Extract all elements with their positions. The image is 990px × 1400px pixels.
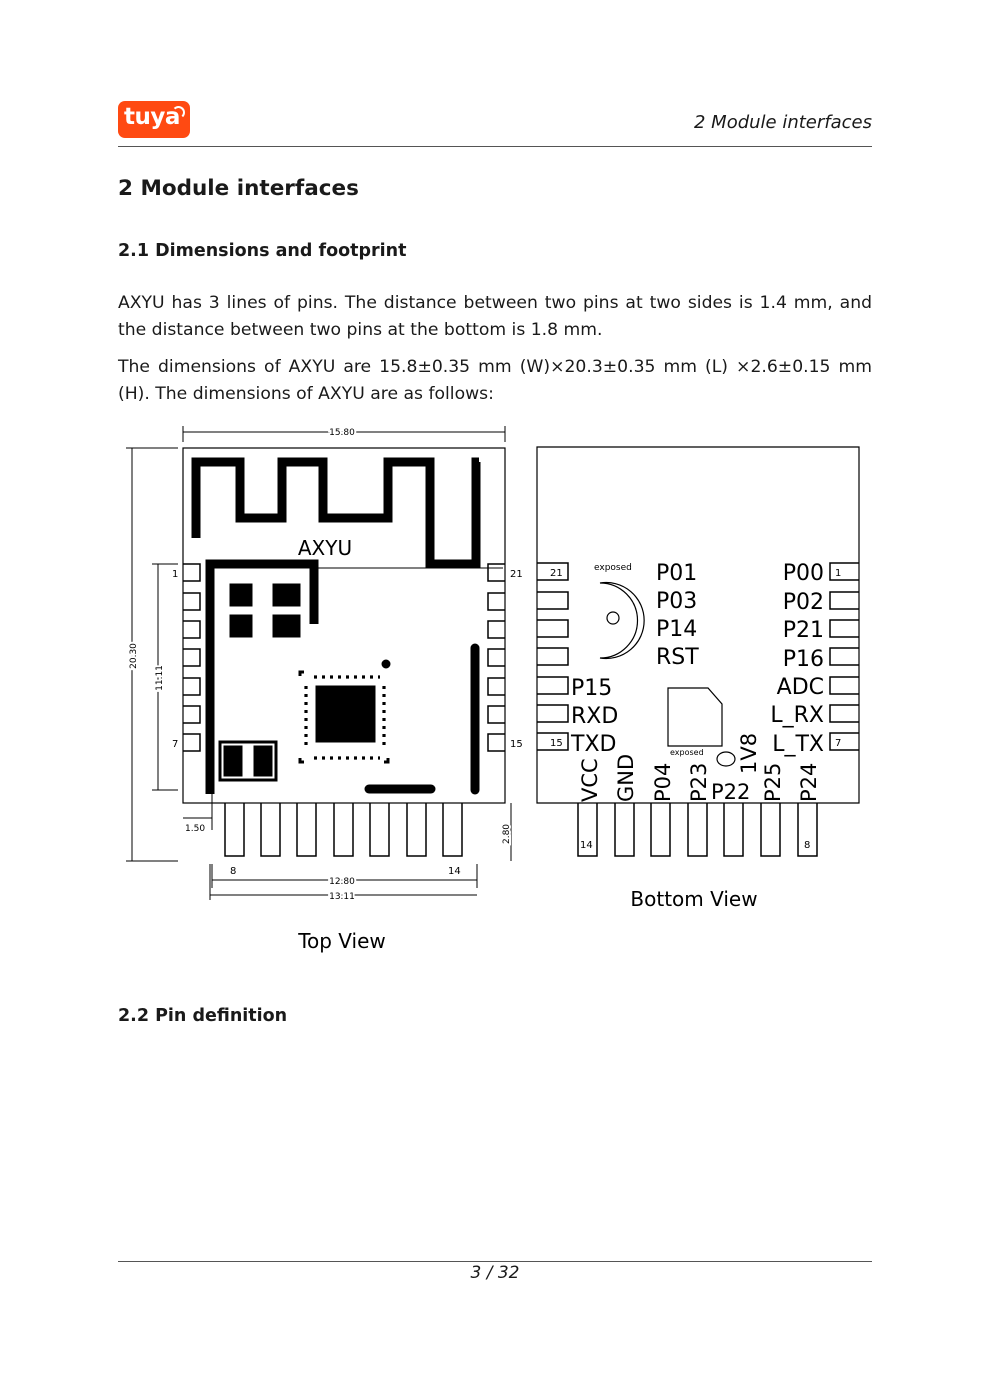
dim-height: 20.30 xyxy=(129,643,139,669)
bottom-label-ADC: ADC xyxy=(777,675,824,700)
bottom-label-P23: P23 xyxy=(687,763,711,802)
subsection-heading-pin-definition: 2.2 Pin definition xyxy=(118,1006,288,1026)
top-view xyxy=(126,426,512,900)
dim-pad-height: 2.80 xyxy=(502,824,512,844)
bottom-pin-15: 15 xyxy=(550,738,563,749)
dim-bottom-span: 12.80 xyxy=(329,877,355,887)
top-pin-15: 15 xyxy=(510,739,523,750)
bottom-label-P25: P25 xyxy=(761,763,785,802)
top-pin-1: 1 xyxy=(172,569,178,580)
module-label: AXYU xyxy=(298,536,352,560)
top-pin-8: 8 xyxy=(230,866,236,877)
exposed-label-top: exposed xyxy=(594,563,632,573)
bottom-label-P22: P22 xyxy=(711,780,750,804)
bottom-label-P21: P21 xyxy=(783,618,824,643)
bottom-pin-14: 14 xyxy=(580,840,593,851)
bottom-pin-7: 7 xyxy=(835,738,841,749)
bottom-view xyxy=(536,446,860,857)
footer-rule xyxy=(118,1261,872,1262)
bottom-label-GND: GND xyxy=(614,754,638,802)
paragraph-pins: AXYU has 3 lines of pins. The distance b… xyxy=(118,293,872,340)
bottom-label-1V8: 1V8 xyxy=(737,733,761,774)
dim-pin-span: 11.11 xyxy=(155,665,165,691)
page-number: 3 / 32 xyxy=(470,1263,520,1283)
bottom-label-RXD: RXD xyxy=(571,704,618,729)
bottom-label-P16: P16 xyxy=(783,647,824,672)
module-drawing: 15.80 20.30 11.11 1.50 2.80 12.80 13.11 … xyxy=(118,418,878,967)
subsection-heading-dimensions: 2.1 Dimensions and footprint xyxy=(118,241,407,261)
paragraph-dimensions: The dimensions of AXYU are 15.8±0.35 mm … xyxy=(118,357,872,404)
bottom-label-L_RX: L_RX xyxy=(770,703,824,728)
header-rule xyxy=(118,146,872,147)
bottom-label-P14: P14 xyxy=(656,617,697,642)
dim-width: 15.80 xyxy=(329,428,355,438)
bottom-label-P04: P04 xyxy=(651,763,675,802)
dim-bottom-outer: 13.11 xyxy=(329,892,355,902)
bottom-label-P15: P15 xyxy=(571,676,612,701)
running-header: 2 Module interfaces xyxy=(693,112,872,133)
top-view-caption: Top View xyxy=(297,929,386,953)
logo-text: tuya xyxy=(124,104,180,130)
section-heading: 2 Module interfaces xyxy=(118,176,359,201)
bottom-pin-21: 21 xyxy=(550,568,563,579)
bottom-label-RST: RST xyxy=(656,645,699,670)
logo-arc-icon xyxy=(172,106,185,119)
top-pin-14: 14 xyxy=(448,866,461,877)
bottom-label-P00: P00 xyxy=(783,561,824,586)
bottom-label-P03: P03 xyxy=(656,589,697,614)
bottom-view-caption: Bottom View xyxy=(630,887,757,911)
bottom-label-L_TX: L_TX xyxy=(772,732,824,757)
top-pin-7: 7 xyxy=(172,739,178,750)
bottom-pin-8: 8 xyxy=(804,840,810,851)
top-pin-21: 21 xyxy=(510,569,523,580)
bottom-pin-1: 1 xyxy=(835,568,841,579)
bottom-label-P01: P01 xyxy=(656,561,697,586)
dim-edge-offset: 1.50 xyxy=(185,824,205,834)
bottom-label-VCC: VCC xyxy=(578,758,602,802)
bottom-label-P02: P02 xyxy=(783,590,824,615)
bottom-label-P24: P24 xyxy=(797,763,821,802)
tuya-logo: tuya xyxy=(118,101,190,138)
bottom-label-TXD: TXD xyxy=(570,732,616,757)
exposed-label-bottom: exposed xyxy=(670,748,704,757)
